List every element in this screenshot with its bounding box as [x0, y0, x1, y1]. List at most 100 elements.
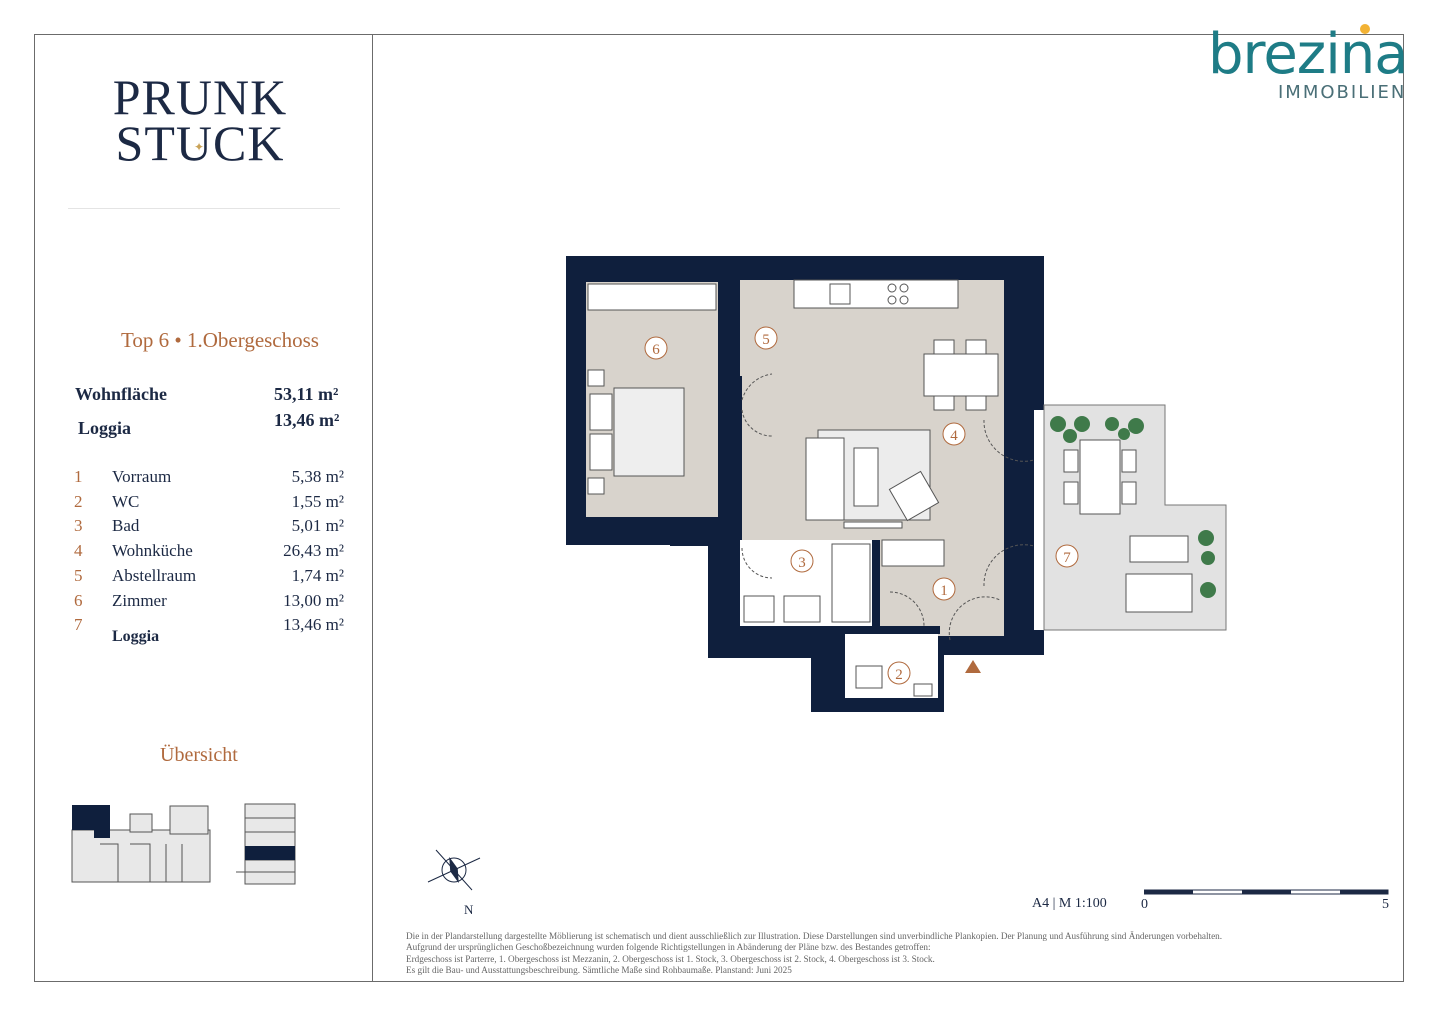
pillow — [589, 433, 613, 471]
room-badge-5: 5 — [762, 332, 770, 348]
chair — [933, 339, 955, 355]
bed — [613, 387, 685, 477]
floor-plan: 6 5 4 3 1 2 7 — [566, 256, 1227, 712]
scale-bar — [1144, 889, 1389, 895]
page-frame — [34, 34, 1404, 982]
room-area: 1,55 m² — [291, 492, 344, 511]
room-name: WC — [112, 492, 140, 511]
loggia-chair — [1121, 449, 1137, 473]
chair — [933, 395, 955, 411]
coffee-table — [853, 447, 879, 507]
room-badge-4: 4 — [950, 428, 958, 444]
disclaimer-line: Erdgeschoss ist Parterre, 1. Obergeschos… — [406, 953, 935, 964]
room-badges: 6 5 4 3 1 2 7 — [644, 326, 1079, 685]
loggia-table — [1079, 439, 1121, 515]
interior-wall — [872, 540, 880, 626]
room-number: 4 — [74, 541, 83, 560]
disclaimer-line: Aufgrund der ursprünglichen Geschoßbezei… — [406, 942, 931, 953]
summary-label-loggia: Loggia — [78, 418, 132, 438]
project-name-line2: STUCK — [115, 115, 285, 171]
overview-unit-highlight — [72, 805, 110, 838]
plants — [1050, 416, 1216, 598]
sink — [829, 283, 851, 305]
compass: N — [427, 849, 481, 917]
washbasin — [783, 595, 821, 623]
overview-floor-highlight — [245, 846, 295, 860]
room-number: 5 — [74, 566, 83, 585]
room-number: 6 — [74, 591, 83, 610]
sofa — [805, 437, 845, 521]
project-logo: PRUNK STUCK ✦ — [110, 69, 290, 171]
summary-label-living: Wohnfläche — [75, 384, 168, 404]
sidebar-divider — [372, 34, 373, 982]
door-swings — [741, 373, 1035, 641]
room-number: 7 — [74, 615, 83, 634]
logo-dot-icon — [1360, 24, 1370, 34]
wardrobe — [587, 283, 717, 311]
kitchen-counter — [793, 279, 959, 309]
hob-ring — [899, 283, 909, 293]
loggia-lounger — [1129, 535, 1189, 563]
room-name: Vorraum — [112, 467, 172, 486]
room-badge-7: 7 — [1063, 550, 1071, 566]
bathtub — [831, 543, 871, 623]
summary-value-loggia: 13,46 m² — [274, 410, 340, 430]
interior-wall — [1004, 590, 1034, 646]
room-name: Loggia — [112, 628, 160, 645]
loggia-chair — [1121, 481, 1137, 505]
toilet — [855, 665, 883, 689]
compass-north-label: N — [464, 902, 474, 917]
disclaimer: Die in der Plandarstellung dargestellte … — [406, 931, 1406, 977]
sidebar-separator — [68, 208, 340, 209]
overview-title: Übersicht — [160, 744, 238, 766]
room-area: 5,38 m² — [291, 467, 344, 486]
dining-table — [923, 353, 999, 397]
room-area: 5,01 m² — [291, 516, 344, 535]
room-area: 26,43 m² — [283, 541, 344, 560]
chair — [965, 339, 987, 355]
unit-title: Top 6 • 1.Obergeschoss — [121, 328, 319, 352]
room-area: 13,46 m² — [283, 615, 344, 634]
pillow — [589, 393, 613, 431]
room-area: 1,74 m² — [291, 566, 344, 585]
entrance-arrow-icon — [965, 660, 981, 673]
tv-board — [843, 521, 903, 529]
room-name: Bad — [112, 516, 140, 535]
disclaimer-line: Die in der Plandarstellung dargestellte … — [406, 931, 1223, 941]
wc-basin — [913, 683, 933, 697]
interior-wall — [740, 626, 940, 634]
room-number: 3 — [74, 516, 83, 535]
brezina-logo-sub: IMMOBILIEN — [1278, 82, 1407, 103]
room-name: Wohnküche — [112, 541, 193, 560]
scale-end: 5 — [1382, 897, 1389, 912]
compass-needle-icon — [449, 856, 459, 884]
brezina-logo: brezina — [1208, 22, 1409, 87]
room-badge-6: 6 — [652, 342, 660, 358]
room-area: 13,00 m² — [283, 591, 344, 610]
loggia-chair — [1063, 449, 1079, 473]
armchair — [888, 470, 940, 522]
room-number: 2 — [74, 492, 83, 511]
hob-ring — [887, 295, 897, 305]
nightstand — [587, 477, 605, 495]
hall-wardrobe — [881, 539, 945, 567]
interior-wall — [1004, 356, 1034, 408]
disclaimer-line: Es gilt die Bau- und Ausstattungsbeschre… — [406, 965, 792, 976]
scale-start: 0 — [1141, 897, 1148, 912]
room-number: 1 — [74, 467, 83, 486]
overview-site-plan — [71, 803, 296, 885]
room-badge-1: 1 — [940, 583, 948, 599]
room-badge-3: 3 — [798, 555, 806, 571]
chair — [965, 395, 987, 411]
project-name-line1: PRUNK — [112, 69, 288, 125]
loggia-chair — [1063, 481, 1079, 505]
interior-wall — [718, 282, 740, 376]
hob-ring — [899, 295, 909, 305]
interior-wall — [738, 376, 742, 540]
room-name: Zimmer — [112, 591, 167, 610]
loggia-sofa — [1125, 573, 1193, 613]
washing-machine — [743, 595, 775, 623]
summary-value-living: 53,11 m² — [274, 384, 339, 404]
interior-wall — [1004, 462, 1034, 540]
room-name: Abstellraum — [112, 566, 197, 585]
